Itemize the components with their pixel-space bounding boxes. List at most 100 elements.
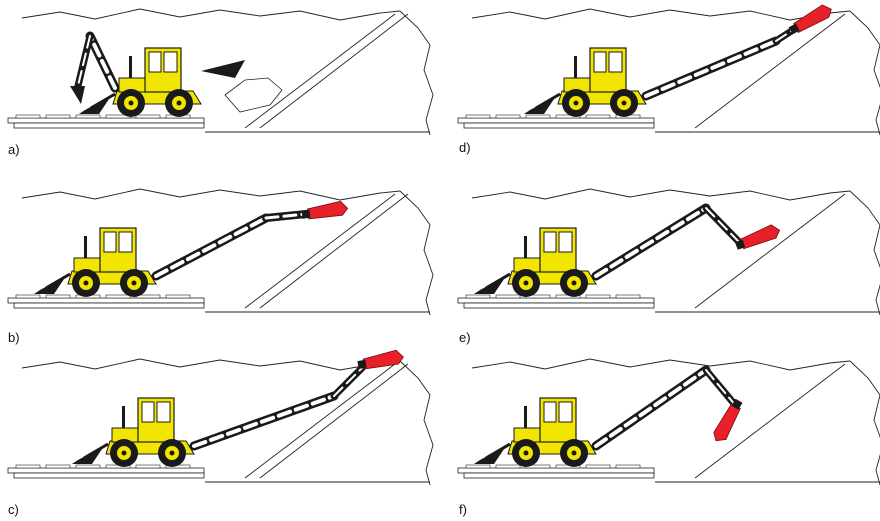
cab-window	[608, 51, 623, 73]
loader-arm	[485, 272, 511, 290]
cab-window	[558, 231, 573, 253]
exhaust-stack	[84, 236, 87, 258]
wheel-axle	[621, 100, 627, 106]
panel-d	[457, 4, 880, 136]
boom-highlight	[192, 394, 336, 448]
panel-label-c: c)	[8, 502, 19, 517]
tool-body	[362, 349, 404, 370]
exhaust-stack	[574, 56, 577, 78]
wheel-axle	[176, 100, 182, 106]
cab-window	[593, 51, 607, 73]
backhoe-loader	[507, 227, 597, 297]
tool-mount	[357, 359, 367, 369]
terrain-right-edge	[399, 190, 434, 316]
boom-highlight	[88, 34, 117, 90]
slope-line	[244, 193, 396, 309]
terrain-right-edge	[849, 10, 880, 136]
front-loader-bucket	[201, 60, 245, 78]
platform-slab	[463, 472, 655, 479]
terrain-right-edge	[399, 10, 434, 136]
rubble-pile	[224, 77, 283, 113]
loader-arm	[485, 442, 511, 460]
cab-window	[543, 231, 557, 253]
platform-block	[75, 114, 101, 119]
tool-body	[306, 200, 349, 220]
exhaust-stack	[129, 56, 132, 78]
boom-highlight	[594, 206, 708, 278]
panel-e	[457, 188, 880, 316]
platform-block	[105, 294, 131, 299]
platform-slab	[7, 467, 205, 474]
platform-block	[15, 114, 41, 119]
tool-mount	[731, 398, 743, 410]
rear-bucket	[70, 86, 85, 104]
slope-line	[694, 13, 846, 129]
platform-slab	[463, 302, 655, 309]
platform-block	[135, 464, 161, 469]
loader-arm	[90, 92, 116, 110]
platform-block	[45, 114, 71, 119]
wheel-axle	[83, 280, 89, 286]
panel-b	[7, 188, 434, 316]
platform-slab	[7, 297, 205, 304]
platform-block	[585, 464, 611, 469]
backhoe-loader	[557, 47, 647, 117]
platform-block	[585, 294, 611, 299]
platform-block	[465, 294, 491, 299]
platform-block	[135, 114, 161, 119]
slope-line	[259, 13, 409, 129]
red-attachment	[788, 4, 832, 35]
cab-window	[543, 401, 557, 423]
loader-arm	[535, 92, 561, 110]
cab-window	[103, 231, 117, 253]
platform-slab	[7, 117, 205, 124]
panel-label-a: a)	[8, 142, 20, 157]
terrain-top-line	[471, 188, 851, 201]
exhaust-stack	[524, 406, 527, 428]
platform-block	[615, 294, 641, 299]
backhoe-loader	[105, 397, 195, 467]
platform-block	[615, 464, 641, 469]
platform-block	[75, 464, 101, 469]
platform-block	[15, 294, 41, 299]
backhoe-loader	[67, 227, 157, 297]
terrain-top-line	[21, 8, 401, 21]
red-attachment	[357, 349, 404, 370]
panels-root	[7, 4, 880, 486]
slope-line	[259, 193, 409, 309]
terrain-right-edge	[849, 190, 880, 316]
wheel-axle	[573, 100, 579, 106]
platform-block	[15, 464, 41, 469]
platform-block	[555, 114, 581, 119]
wheel-axle	[523, 280, 529, 286]
red-attachment	[734, 224, 781, 250]
slope-line	[244, 13, 396, 129]
exhaust-stack	[122, 406, 125, 428]
tool-body	[739, 224, 781, 250]
wheel-axle	[571, 280, 577, 286]
terrain-right-edge	[399, 360, 434, 486]
slope-line	[244, 363, 396, 479]
cab-window	[163, 51, 178, 73]
platform-slab	[463, 122, 655, 129]
wheel-axle	[169, 450, 175, 456]
wheel-axle	[131, 280, 137, 286]
platform-slab	[457, 117, 655, 124]
panel-label-f: f)	[459, 502, 467, 517]
platform-block	[45, 464, 71, 469]
platform-block	[585, 114, 611, 119]
platform-slab	[457, 467, 655, 474]
slope-line	[259, 363, 409, 479]
wheel-axle	[121, 450, 127, 456]
cab-window	[558, 401, 573, 423]
boom-highlight	[154, 216, 268, 278]
terrain-top-line	[21, 188, 401, 201]
platform-block	[495, 294, 521, 299]
cab-window	[141, 401, 155, 423]
boom-highlight	[644, 39, 778, 98]
terrain-top-line	[21, 358, 401, 371]
backhoe-loader	[507, 397, 597, 467]
boom-highlight	[705, 369, 737, 407]
platform-slab	[13, 472, 205, 479]
